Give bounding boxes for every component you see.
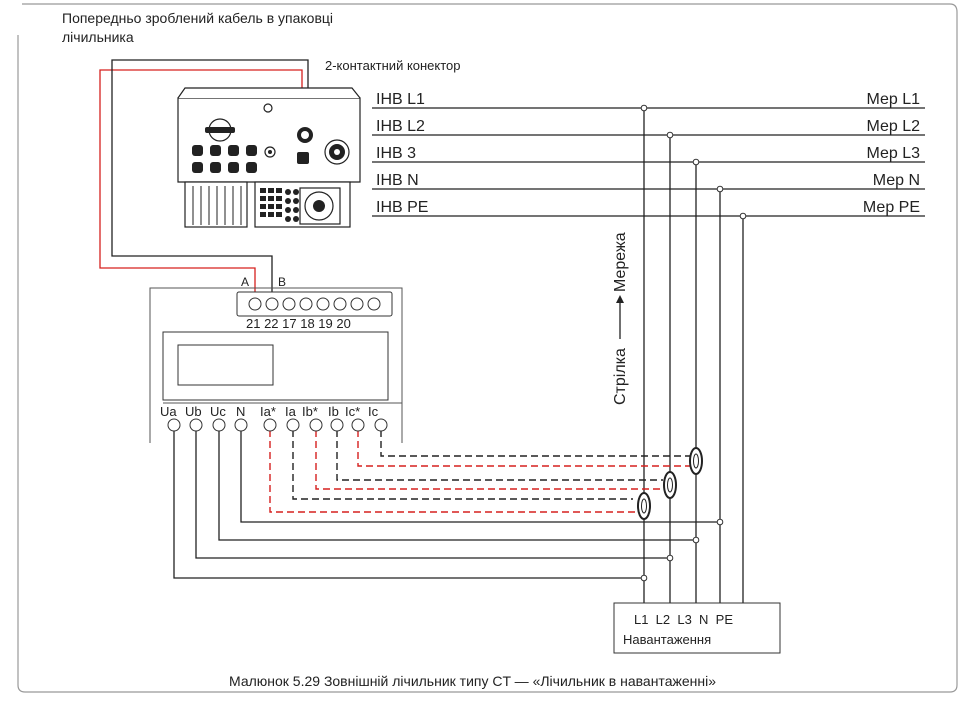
pin-ia: Ia <box>285 404 297 419</box>
meter-top-pins: 21 22 17 18 19 20 <box>246 316 351 331</box>
diagram-frame <box>17 3 958 693</box>
meter-top-terminals <box>248 297 381 311</box>
connector-label: 2-контактний конектор <box>325 58 461 73</box>
load-pins: L1 L2 L3 N PE <box>634 612 733 627</box>
grid-n-label: Мер N <box>873 172 920 189</box>
pin-ic: Ic <box>368 404 379 419</box>
arrow-target: Мережа <box>612 232 629 292</box>
ct-clamp-l2 <box>663 471 677 499</box>
pin-n: N <box>236 404 245 419</box>
pin-b-label: B <box>278 275 286 289</box>
red-cable-a <box>99 69 303 300</box>
grid-l1-label: Мер L1 <box>866 91 920 108</box>
pin-a-label: A <box>241 275 249 289</box>
arrow-text: Стрілка <box>612 348 629 405</box>
load-box: L1 L2 L3 N PE Навантаження <box>613 602 781 654</box>
pin-ib-star: Ib* <box>302 404 318 419</box>
dc-connectors <box>192 145 257 173</box>
black-cable-b <box>111 59 309 300</box>
pin-ub: Ub <box>185 404 202 419</box>
ct-clamp-l1 <box>637 492 651 520</box>
grid-pe-label: Мер PE <box>863 199 920 216</box>
pin-uc: Uc <box>210 404 226 419</box>
precable-label-line1: Попередньо зроблений кабель в упаковці <box>62 10 333 26</box>
load-name: Навантаження <box>623 632 711 647</box>
figure-caption: Малюнок 5.29 Зовнішній лічильник типу CT… <box>229 673 716 689</box>
precable-label-line2: лічильника <box>62 29 134 45</box>
energy-meter <box>149 287 403 443</box>
inv-pe-label: ІНВ PE <box>376 199 428 216</box>
pin-ia-star: Ia* <box>260 404 276 419</box>
inv-l1-label: ІНВ L1 <box>376 91 425 108</box>
pin-ua: Ua <box>160 404 177 419</box>
grid-l2-label: Мер L2 <box>866 118 920 135</box>
inverter-device <box>177 87 361 228</box>
grid-l3-label: Мер L3 <box>866 145 920 162</box>
inv-l3-label: ІНВ 3 <box>376 145 416 162</box>
inv-n-label: ІНВ N <box>376 172 419 189</box>
ct-clamp-l3 <box>689 447 703 475</box>
inv-l2-label: ІНВ L2 <box>376 118 425 135</box>
pin-ic-star: Ic* <box>345 404 360 419</box>
meter-bottom-terminals <box>167 418 388 432</box>
pin-ib: Ib <box>328 404 339 419</box>
arrow-annotation: Стрілка Мережа <box>612 232 629 405</box>
